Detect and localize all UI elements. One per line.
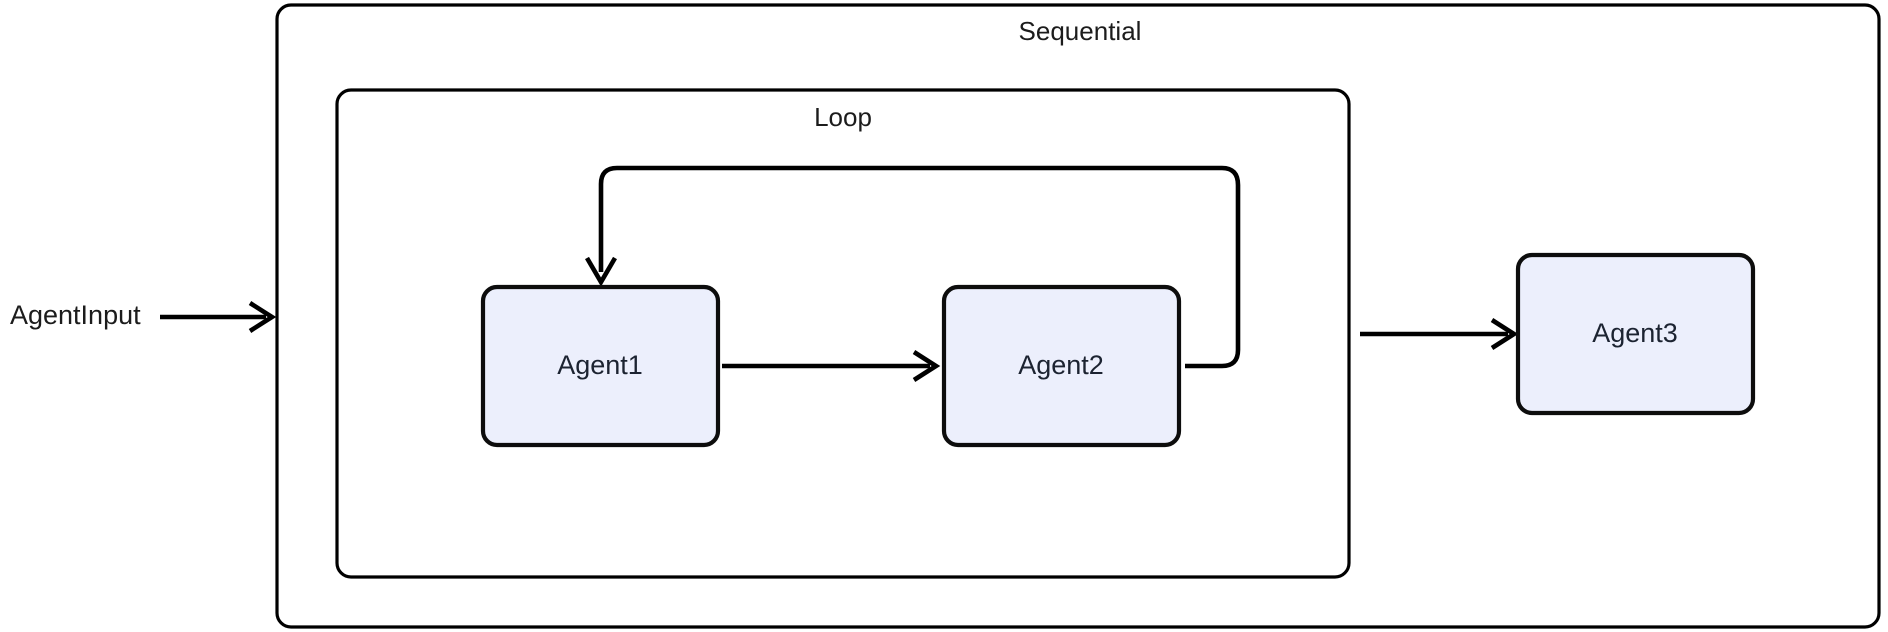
input-agentinput: AgentInput (10, 300, 277, 333)
agent3-box[interactable] (1515, 252, 1756, 416)
edge-input-to-sequential-arrow (160, 301, 277, 333)
node-agent2[interactable]: Agent2 (941, 284, 1182, 448)
loop-container-box[interactable] (335, 88, 1351, 579)
agent1-label: Agent1 (557, 350, 643, 380)
agent2-label: Agent2 (1018, 350, 1104, 380)
edge-agent2-to-agent1-loopback (585, 165, 1241, 369)
edge-agent1-to-agent2-arrow (722, 350, 941, 382)
node-agent3[interactable]: Agent3 (1515, 252, 1756, 416)
agent2-box[interactable] (941, 284, 1182, 448)
agent-input-label: AgentInput (10, 300, 141, 330)
loop-container-label: Loop (814, 102, 872, 132)
edge-loop-to-agent3-arrow (1360, 318, 1519, 350)
container-loop[interactable]: Loop (335, 88, 1351, 579)
node-agent1[interactable]: Agent1 (480, 284, 721, 448)
agent3-label: Agent3 (1592, 318, 1678, 348)
agent1-box[interactable] (480, 284, 721, 448)
sequential-container-label: Sequential (1019, 16, 1142, 46)
